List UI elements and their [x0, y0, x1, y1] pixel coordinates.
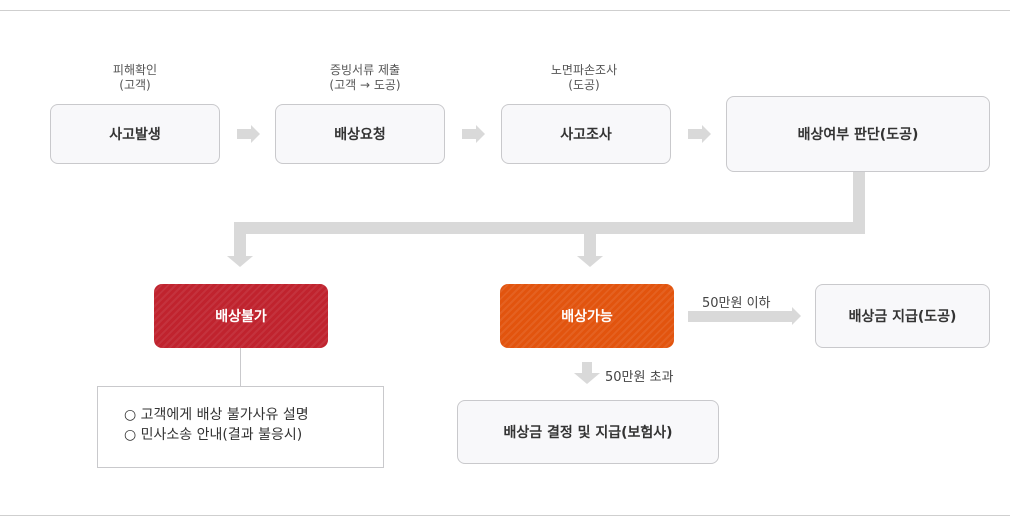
under-threshold-arrow-shaft	[688, 311, 792, 322]
arrow-1-shaft	[237, 129, 251, 139]
arrow-2-head	[476, 125, 485, 143]
connector-middle-drop	[584, 234, 596, 256]
connector-horizontal	[234, 222, 865, 234]
step-accident-investigation: 사고조사	[501, 104, 671, 164]
note-item: ○ 고객에게 배상 불가사유 설명	[124, 407, 309, 423]
step-1-caption: 피해확인(고객)	[112, 63, 158, 92]
denied-notes-box: ○ 고객에게 배상 불가사유 설명 ○ 민사소송 안내(결과 불응시)	[97, 386, 384, 468]
arrow-2-shaft	[462, 129, 476, 139]
connector-vertical	[853, 172, 865, 234]
arrow-1-head	[251, 125, 260, 143]
connector-middle-arrowhead	[577, 256, 603, 267]
over-threshold-arrowhead	[574, 373, 600, 384]
step-accident-occurs: 사고발생	[50, 104, 220, 164]
step-compensation-request: 배상요청	[275, 104, 445, 164]
outcome-denied: 배상불가	[154, 284, 328, 348]
connector-left-drop	[234, 234, 246, 256]
result-payment-by-corporation: 배상금 지급(도공)	[815, 284, 990, 348]
arrow-3-shaft	[688, 129, 702, 139]
notes-connector	[240, 348, 241, 386]
connector-left-arrowhead	[227, 256, 253, 267]
under-threshold-label: 50만원 이하	[702, 296, 771, 311]
over-threshold-arrow-shaft	[582, 362, 592, 373]
arrow-3-head	[702, 125, 711, 143]
top-divider	[0, 10, 1010, 11]
step-3-caption: 노면파손조사(도공)	[550, 63, 618, 92]
outcome-approved: 배상가능	[500, 284, 674, 348]
step-compensation-decision: 배상여부 판단(도공)	[726, 96, 990, 172]
note-item: ○ 민사소송 안내(결과 불응시)	[124, 427, 303, 443]
result-payment-by-insurer: 배상금 결정 및 지급(보험사)	[457, 400, 719, 464]
step-2-caption: 증빙서류 제출(고객 → 도공)	[329, 63, 401, 92]
over-threshold-label: 50만원 초과	[605, 370, 674, 385]
bottom-divider	[0, 515, 1010, 516]
under-threshold-arrowhead	[792, 307, 801, 325]
